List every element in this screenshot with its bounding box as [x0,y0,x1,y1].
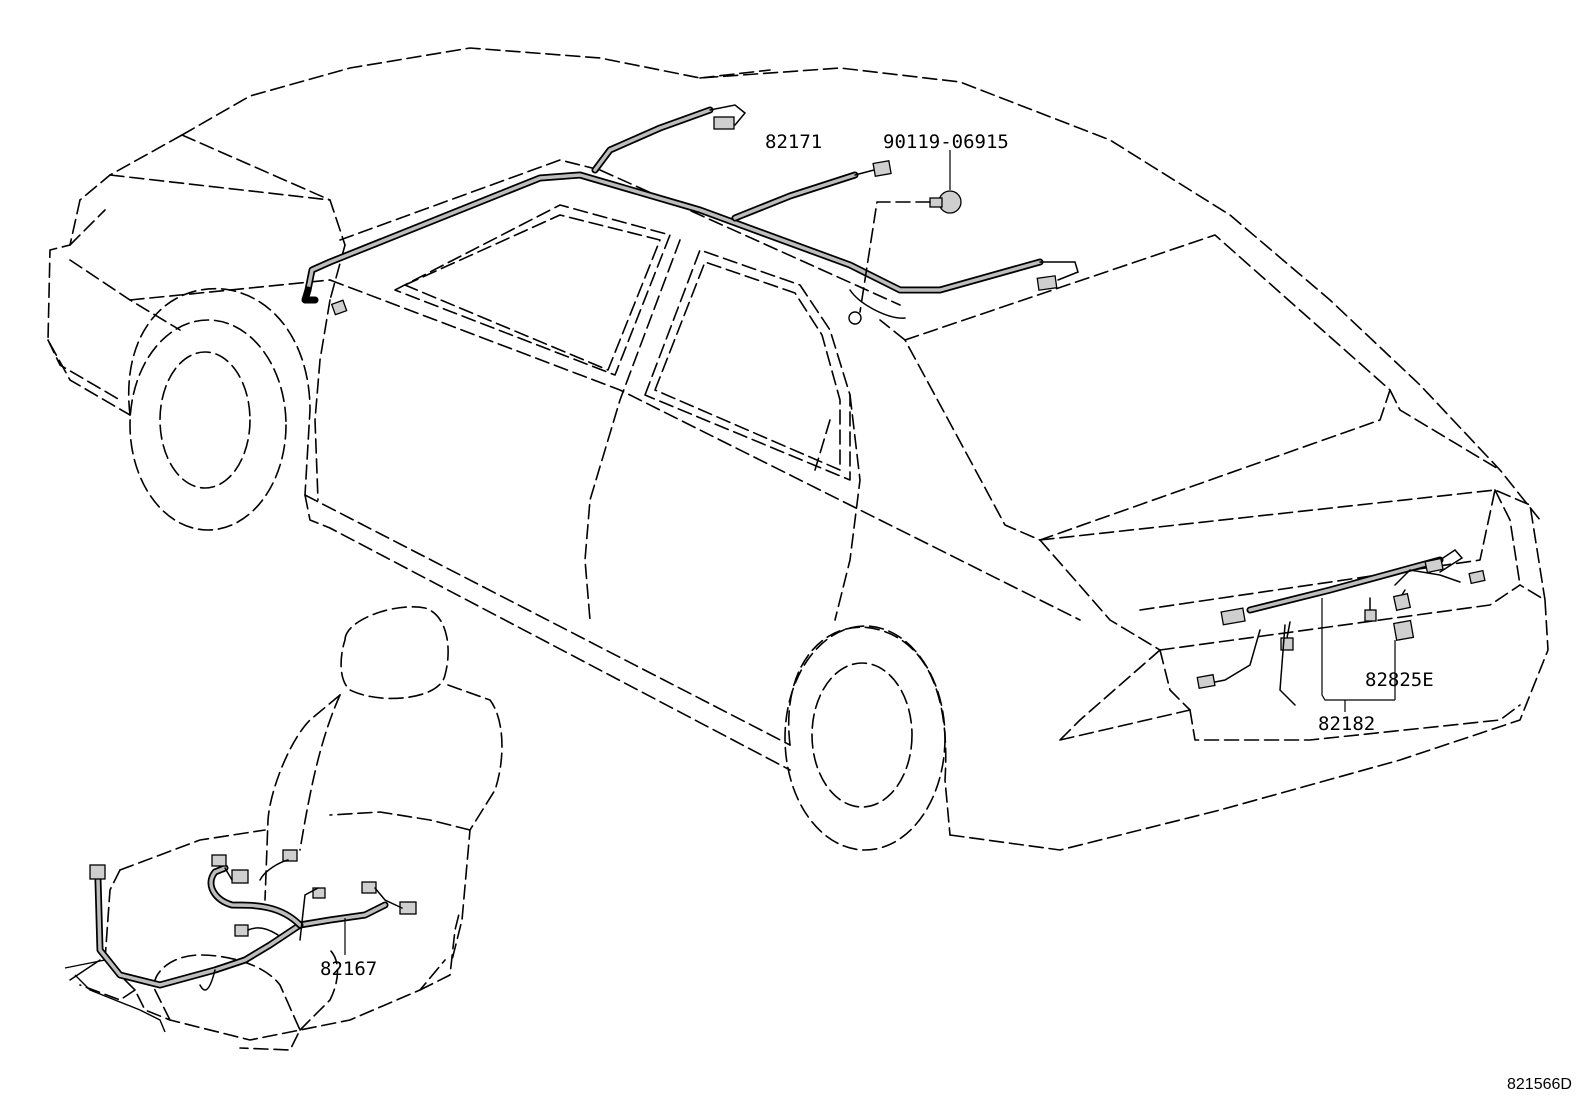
seat-harness-82167 [69,849,417,991]
trunk-harness-82182 [1196,549,1486,712]
part-label-82825E: 82825E [1365,669,1434,691]
roof-harness-82171 [301,104,1079,319]
part-label-82182: 82182 [1318,713,1376,735]
clamp-90119-06915 [848,150,962,325]
car-body-outline [47,47,1549,851]
part-label-82171: 82171 [765,131,823,153]
part-label-82167: 82167 [320,958,378,980]
drawing-id: 821566D [1507,1076,1572,1093]
seat-outline [64,606,503,1051]
part-label-90119-06915: 90119-06915 [883,131,1009,153]
